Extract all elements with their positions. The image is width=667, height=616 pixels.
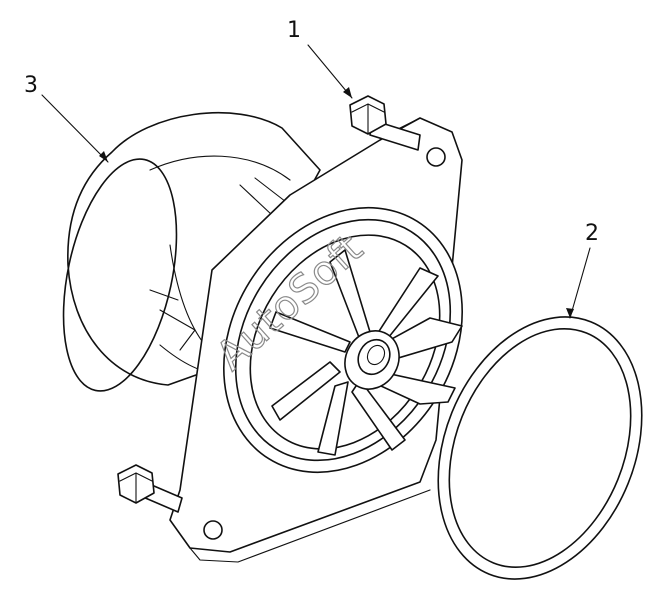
leader-line-3 (41, 94, 109, 163)
callout-label-1: 1 (287, 18, 301, 43)
leader-line-2 (569, 247, 591, 319)
callout-label-2: 2 (585, 221, 599, 246)
flange-bolt-upper (349, 95, 421, 151)
pump-gasket-ring (437, 316, 643, 580)
leader-lines (41, 44, 591, 319)
leader-arrow-1 (343, 87, 352, 98)
leader-line-1 (307, 44, 353, 99)
callout-label-3: 3 (24, 73, 38, 98)
leader-arrow-3 (99, 151, 108, 162)
flange-bolt-lower (117, 464, 183, 513)
impeller-vanes (269, 249, 463, 456)
leader-arrow-2 (566, 308, 574, 318)
